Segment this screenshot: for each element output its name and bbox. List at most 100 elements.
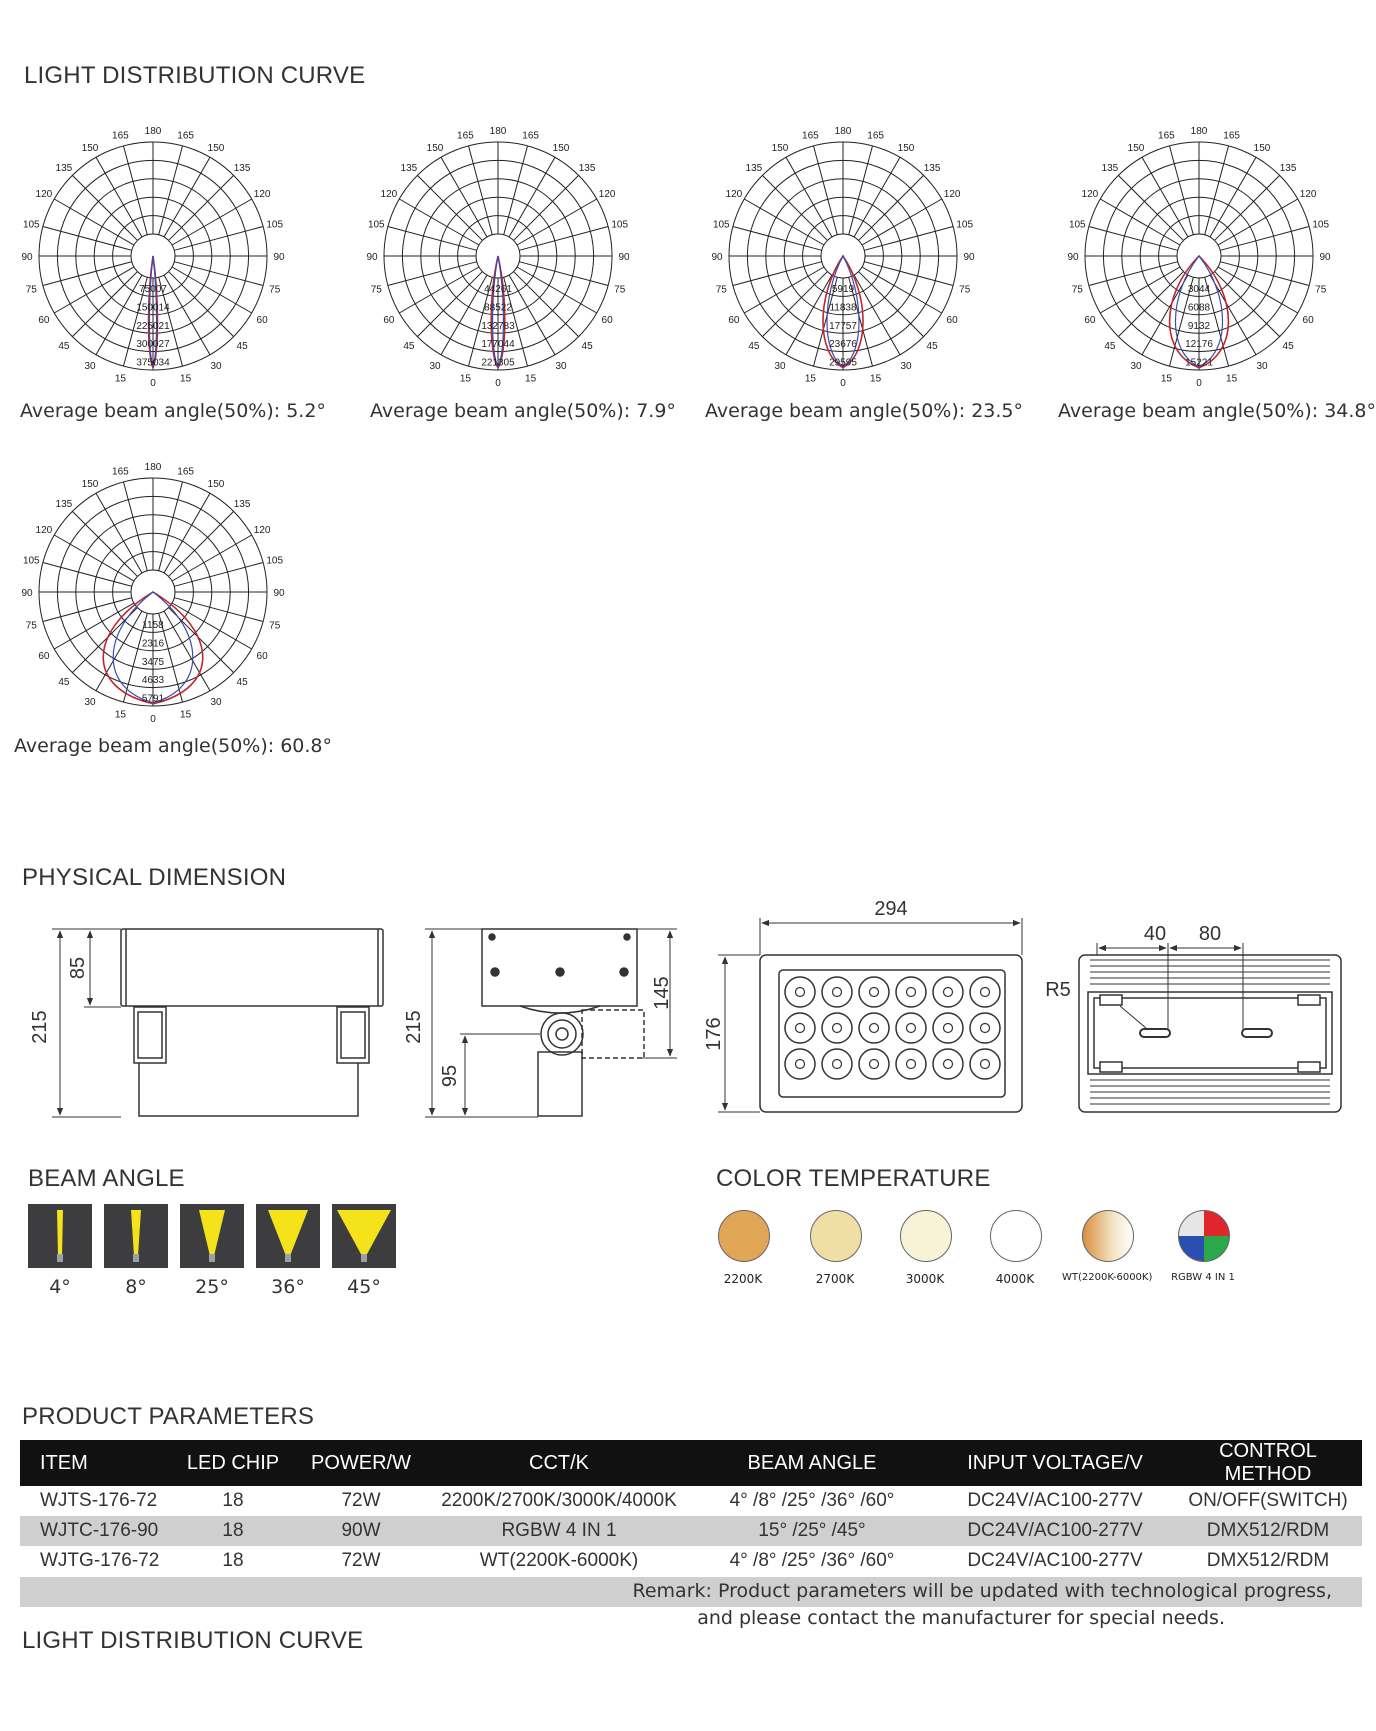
table-cell: RGBW 4 IN 1 bbox=[430, 1516, 688, 1546]
led-chip bbox=[979, 1058, 991, 1070]
table-cell: DC24V/AC100-277V bbox=[967, 1550, 1143, 1571]
table-cell: WT(2200K-6000K) bbox=[479, 1550, 639, 1571]
polar-angle-label: 150 bbox=[82, 143, 99, 154]
polar-spoke bbox=[54, 534, 135, 582]
polar-spoke bbox=[387, 226, 477, 251]
polar-angle-label: 150 bbox=[553, 143, 570, 154]
polar-angle-label: 135 bbox=[234, 499, 251, 510]
dim-label: 85 bbox=[67, 957, 89, 979]
beam-source bbox=[285, 1254, 291, 1262]
polar-angle-label: 135 bbox=[746, 163, 763, 174]
polar-spoke bbox=[163, 610, 211, 691]
polar-spoke bbox=[440, 157, 488, 238]
polar-spoke bbox=[42, 261, 132, 286]
polar-angle-label: 30 bbox=[210, 697, 222, 708]
ring-value-label: 44261 bbox=[484, 284, 512, 295]
polar-angle-label: 15 bbox=[870, 374, 882, 385]
polar-angle-label: 165 bbox=[177, 466, 194, 477]
led-chip bbox=[942, 1022, 954, 1034]
polar-angle-label: 15 bbox=[1161, 374, 1173, 385]
polar-spoke bbox=[1169, 145, 1194, 235]
beam-angle-label: 8° bbox=[125, 1276, 147, 1298]
beam-angle-label: 25° bbox=[195, 1276, 229, 1298]
beam-tile bbox=[104, 1204, 168, 1268]
led-lens bbox=[784, 976, 816, 1008]
polar-angle-label: 75 bbox=[26, 621, 38, 632]
polar-spoke bbox=[508, 157, 556, 238]
polar-angle-label: 120 bbox=[726, 189, 743, 200]
table-cell: DC24V/AC100-277V bbox=[967, 1490, 1143, 1511]
polar-angle-label: 90 bbox=[963, 252, 975, 263]
polar-spoke bbox=[54, 266, 135, 314]
polar-angle-label: 180 bbox=[490, 126, 507, 137]
polar-spoke bbox=[171, 602, 252, 650]
polar-spoke bbox=[1118, 175, 1184, 241]
color-swatch bbox=[1082, 1210, 1134, 1262]
polar-spoke bbox=[174, 597, 264, 622]
polar-spoke bbox=[163, 274, 211, 355]
polar-angle-label: 165 bbox=[457, 130, 474, 141]
polar-angle-label: 135 bbox=[401, 163, 418, 174]
color-swatch bbox=[990, 1210, 1042, 1262]
col-header: ITEM bbox=[20, 1440, 174, 1486]
polar-angle-label: 105 bbox=[23, 555, 40, 566]
led-lens bbox=[858, 1012, 890, 1044]
polar-spoke bbox=[1100, 266, 1181, 314]
dim-label: R5 bbox=[1045, 979, 1071, 1001]
led-lens bbox=[932, 1048, 964, 1080]
beam-curve-red bbox=[102, 591, 204, 705]
section-title-beam-angle: BEAM ANGLE bbox=[28, 1165, 185, 1192]
table-cell: DMX512/RDM bbox=[1174, 1516, 1362, 1546]
polar-spoke bbox=[399, 266, 480, 314]
product-parameters-table: ITEM LED CHIP POWER/W CCT/K BEAM ANGLE I… bbox=[20, 1440, 1362, 1576]
polar-angle-label: 15 bbox=[115, 374, 127, 385]
beam-curve-blue bbox=[112, 591, 194, 704]
polar-spoke bbox=[848, 145, 873, 235]
beam-tile bbox=[332, 1204, 396, 1268]
ring-value-label: 5791 bbox=[142, 694, 165, 705]
polar-angle-label: 180 bbox=[835, 126, 852, 137]
dim-label: 215 bbox=[403, 1010, 425, 1043]
polar-angle-label: 105 bbox=[23, 219, 40, 230]
beam-curve-red bbox=[822, 254, 864, 369]
polar-spoke bbox=[864, 261, 954, 286]
beam-angle-label: 45° bbox=[347, 1276, 381, 1298]
col-header: CONTROL METHOD bbox=[1174, 1440, 1362, 1486]
polar-spoke bbox=[417, 271, 483, 337]
polar-spoke bbox=[168, 175, 234, 241]
polar-angle-label: 15 bbox=[1226, 374, 1238, 385]
col-header: CCT/K bbox=[430, 1440, 688, 1486]
color-temp-label: 3000K bbox=[905, 1272, 945, 1286]
polar-spoke bbox=[123, 613, 148, 703]
beam-cone bbox=[199, 1210, 225, 1256]
polar-angle-label: 90 bbox=[273, 252, 285, 263]
polar-angle-label: 135 bbox=[1102, 163, 1119, 174]
polar-spoke bbox=[1217, 198, 1298, 246]
led-lens bbox=[784, 1048, 816, 1080]
led-chip bbox=[905, 986, 917, 998]
polar-angle-label: 90 bbox=[273, 588, 285, 599]
polar-angle-label: 60 bbox=[257, 651, 269, 662]
beam-cone bbox=[337, 1210, 391, 1256]
polar-angle-label: 45 bbox=[237, 341, 249, 352]
led-lens bbox=[895, 976, 927, 1008]
polar-spoke bbox=[762, 175, 828, 241]
polar-spoke bbox=[399, 198, 480, 246]
polar-spoke bbox=[158, 277, 183, 367]
table-cell: DMX512/RDM bbox=[1206, 1550, 1330, 1571]
polar-spoke bbox=[813, 145, 838, 235]
polar-spoke bbox=[171, 266, 252, 314]
polar-spoke bbox=[1088, 261, 1178, 286]
polar-angle-label: 15 bbox=[115, 710, 127, 721]
table-cell: 4° /8° /25° /36° /60° bbox=[729, 1550, 895, 1571]
polar-angle-label: 105 bbox=[611, 219, 628, 230]
polar-spoke bbox=[42, 597, 132, 622]
polar-spoke bbox=[168, 511, 234, 577]
polar-angle-label: 75 bbox=[959, 285, 971, 296]
polar-spoke bbox=[387, 261, 477, 286]
polar-angle-label: 0 bbox=[495, 378, 501, 389]
beam-cone bbox=[131, 1210, 141, 1256]
ring-value-label: 29595 bbox=[829, 358, 857, 369]
section-title-light-distribution: LIGHT DISTRIBUTION CURVE bbox=[24, 62, 366, 89]
